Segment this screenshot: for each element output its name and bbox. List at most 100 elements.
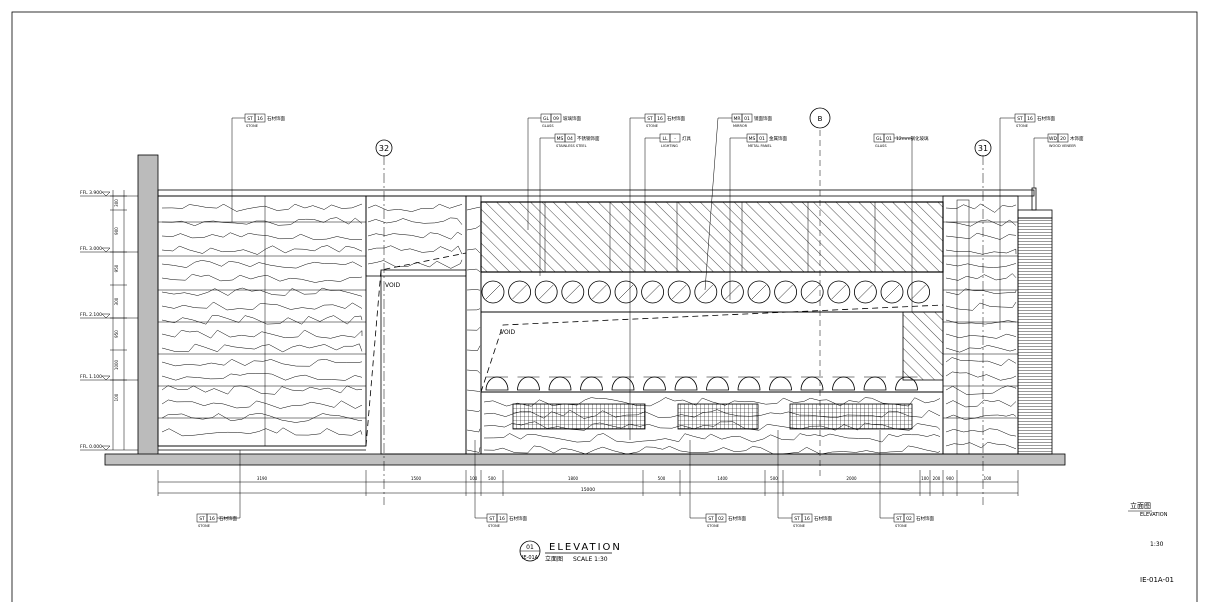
callout-num: 16: [804, 516, 810, 522]
marble-vein: [161, 399, 363, 409]
pendant-light-hatch: [778, 284, 793, 300]
callout-sub: LIGHTING: [661, 144, 678, 148]
marble-vein: [945, 357, 1017, 366]
callout-desc: 12mm钢化玻璃: [896, 135, 929, 142]
level-label: FFL 1.100: [80, 374, 102, 380]
callout-code: MS: [557, 136, 564, 142]
pendant-light-hatch: [911, 284, 926, 300]
pendant-light: [854, 280, 877, 304]
title-scale: 1:30: [1150, 541, 1164, 548]
ceiling-band: [157, 189, 1035, 197]
pendant-light-hatch: [672, 284, 687, 300]
callout-code: ST: [247, 116, 253, 122]
callout-leader: [704, 117, 732, 291]
callout-num-box: [550, 113, 562, 123]
callout-desc: 金属饰面: [769, 135, 787, 142]
pendant-light: [641, 280, 664, 304]
dome-light: [580, 376, 603, 391]
level-triangle: [101, 313, 111, 319]
callout-desc: 木饰面: [1070, 135, 1084, 142]
pendant-light-hatch: [539, 284, 554, 300]
pendant-light-hatch: [485, 284, 501, 300]
callout-num: 01: [886, 136, 892, 142]
callout-desc: 石材饰面: [267, 115, 285, 122]
vertical-dim-text: 300: [114, 297, 119, 305]
callout-leader: [879, 430, 894, 519]
pendant-light-hatch: [831, 284, 846, 300]
marble-vein: [945, 203, 1017, 213]
marble-vein: [466, 206, 481, 211]
callout-desc: 石材饰面: [916, 515, 934, 522]
level-triangle: [101, 191, 111, 197]
dim-text: 100: [921, 476, 929, 481]
marble-vein: [161, 413, 363, 423]
marble-vein: [945, 333, 1017, 339]
pendant-light: [481, 280, 505, 304]
callout-num: 02: [906, 516, 912, 522]
callout-leader: [729, 137, 747, 300]
marble-vein: [367, 203, 463, 212]
marble-vein: [945, 319, 1017, 325]
level-label: FFL 3.900: [80, 190, 102, 196]
callout-desc: 灯具: [682, 135, 691, 142]
marble-vein: [367, 231, 463, 240]
dome-light: [832, 376, 855, 391]
vertical-dim-text: 300: [114, 199, 119, 207]
pendant-light-hatch: [592, 284, 607, 300]
central-feature: [465, 195, 944, 455]
callout-code: LL: [662, 136, 668, 142]
vertical-dim-text: 950: [114, 264, 119, 272]
structural-wall: [137, 154, 159, 456]
dim-text: 500: [658, 476, 666, 481]
level-triangle: [101, 445, 111, 451]
dim-text: 100: [984, 476, 992, 481]
callout-num-box: [1024, 113, 1036, 123]
marble-vein: [945, 399, 1017, 408]
callout-leader: [231, 117, 245, 222]
pendant-light: [614, 280, 638, 304]
pendant-light: [800, 280, 824, 304]
callout-leader: [217, 450, 241, 519]
callout-num: 01: [759, 136, 765, 142]
marble-vein: [161, 427, 363, 437]
callout-code: MS: [749, 136, 756, 142]
dome-light: [674, 376, 698, 391]
callout-sub: STONE: [646, 124, 658, 128]
marble-vein: [945, 288, 1017, 296]
marble-vein: [945, 219, 1017, 227]
glass-band: [480, 201, 944, 273]
pendant-light-hatch: [751, 284, 767, 300]
callout-code: WD: [1049, 136, 1057, 142]
dim-text: 900: [946, 476, 954, 481]
pendant-row: [480, 271, 944, 313]
callout-desc: 石材饰面: [667, 115, 685, 122]
callout-sub: GLASS: [875, 144, 887, 148]
marble-vein: [161, 203, 363, 212]
dome-light: [863, 376, 887, 391]
marble-vein: [483, 445, 941, 455]
marble-vein: [466, 389, 481, 393]
pendant-light-hatch: [858, 284, 873, 300]
void-opening-left: [380, 269, 467, 455]
callout-code: ST: [708, 516, 714, 522]
marble-veins: [161, 203, 1017, 455]
callout-leader: [777, 430, 792, 519]
elevation-scale: SCALE 1:30: [573, 556, 608, 563]
level-label: FFL 3.000: [80, 246, 102, 252]
elevation-title: ELEVATION: [549, 542, 622, 553]
marble-vein: [945, 371, 1017, 381]
level-label: FFL 2.100: [80, 312, 102, 318]
callout-leader: [474, 440, 487, 519]
pendant-light: [907, 280, 930, 304]
callout-code: ST: [794, 516, 800, 522]
dim-text: 1400: [717, 476, 728, 481]
svg-text:31: 31: [978, 144, 988, 153]
marble-vein: [483, 421, 941, 431]
pendant-light: [747, 280, 771, 304]
